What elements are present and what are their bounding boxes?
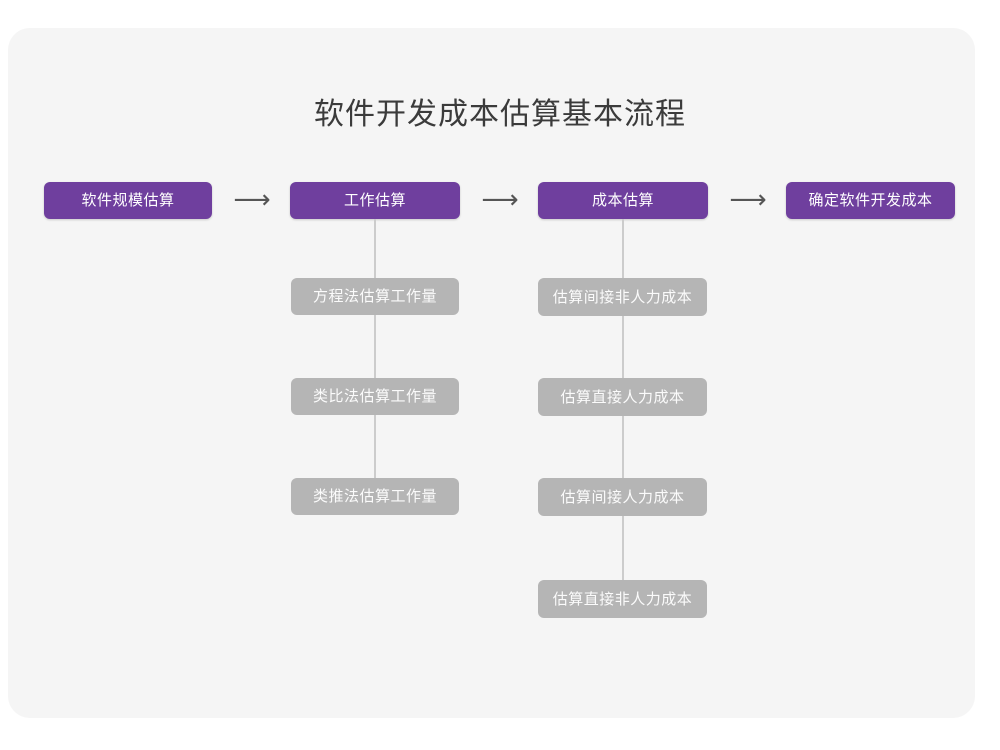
branch-2-item-2[interactable]: 估算直接人力成本 [538,378,707,416]
branch-2-item-2-label: 估算直接人力成本 [560,388,685,406]
arrow-step-1-to-2: ⟶ [233,185,271,215]
branch-2-item-3-label: 估算间接人力成本 [560,488,685,506]
flow-step-3-label: 成本估算 [591,192,654,209]
arrow-step-2-to-3: ⟶ [481,185,519,215]
content-card [8,28,975,718]
branch-2-item-1[interactable]: 估算间接非人力成本 [538,278,707,316]
flow-step-2-label: 工作估算 [343,192,406,209]
flow-step-3[interactable]: 成本估算 [538,182,708,219]
flow-step-2[interactable]: 工作估算 [290,182,460,219]
connector-branch-1 [374,219,376,479]
flow-step-1-label: 软件规模估算 [81,192,175,209]
branch-2-item-3[interactable]: 估算间接人力成本 [538,478,707,516]
flow-step-4[interactable]: 确定软件开发成本 [786,182,955,219]
page-title: 软件开发成本估算基本流程 [314,98,686,131]
branch-1-item-3-label: 类推法估算工作量 [312,488,437,505]
branch-1-item-2[interactable]: 类比法估算工作量 [291,378,459,415]
arrow-step-3-to-4: ⟶ [729,185,767,215]
branch-1-item-1-label: 方程法估算工作量 [312,288,437,305]
branch-1-item-2-label: 类比法估算工作量 [312,388,437,405]
flow-step-1[interactable]: 软件规模估算 [44,182,212,219]
branch-2-item-4[interactable]: 估算直接非人力成本 [538,580,707,618]
flow-step-4-label: 确定软件开发成本 [808,192,933,209]
branch-2-item-4-label: 估算直接非人力成本 [552,590,693,608]
branch-1-item-1[interactable]: 方程法估算工作量 [291,278,459,315]
branch-2-item-1-label: 估算间接非人力成本 [552,288,693,306]
branch-1-item-3[interactable]: 类推法估算工作量 [291,478,459,515]
